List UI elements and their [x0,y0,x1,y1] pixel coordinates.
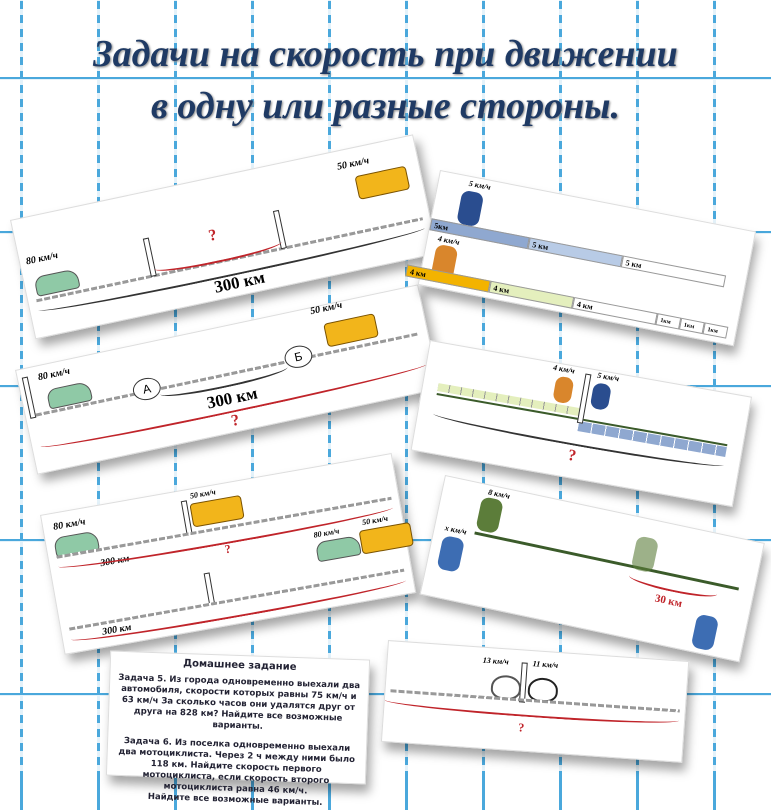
up-arrow-icon [203,572,216,605]
homework-heading: Домашнее задание [182,658,297,674]
car-speed-label: 80 км/ч [52,516,87,533]
card-cyclists: 13 км/ч 11 км/ч ? [380,640,690,763]
left-speed-label: 13 км/ч [482,655,510,667]
bus-speed-label: 50 км/ч [189,487,217,501]
up-arrow-icon [21,376,37,419]
segment: 1км [655,313,682,330]
bus-icon [189,494,245,528]
boy-speed-label: 4 км/ч [552,362,576,376]
up-arrow-icon [142,237,157,277]
car-icon [314,535,362,563]
man-speed-label: 5 км/ч [596,370,620,384]
up-arrow-icon [518,662,528,703]
segment: 5 км [620,255,727,288]
right-speed-label: 11 км/ч [532,659,559,670]
point-a: А [130,375,163,403]
bus-speed-label: 50 км/ч [336,155,371,173]
segment: 1км [702,322,729,339]
question-mark: ? [207,226,219,245]
walking-man-icon [456,189,485,228]
walking-boy-icon [552,375,575,405]
homework-card: Домашнее задание Задача 5. Из города одн… [105,650,371,808]
question-mark: ? [517,720,525,735]
bus-icon [354,165,411,200]
title-line-1: Задачи на скорость при движении [93,33,678,75]
bus-icon [358,521,414,555]
car-speed-label: 80 км/ч [36,365,72,384]
man-speed-label: 5 км/ч [468,178,492,192]
hiker-icon [475,496,504,535]
title-line-2: в одну или разные стороны. [150,85,621,127]
track-line [474,531,740,591]
up-arrow-icon [576,373,592,424]
task-5: Задача 5. Из города одновременно выехали… [118,672,361,732]
car-speed-label: 80 км/ч [24,249,59,268]
distance-label: 30 км [653,592,684,610]
hiker-icon [630,535,660,574]
speed-bottom-label: х км/ч [444,523,468,537]
task-6: Задача 6. Из поселка одновременно выехал… [118,736,356,797]
question-mark: ? [229,411,242,430]
question-mark: ? [223,541,232,557]
page-title: Задачи на скорость при движении в одну и… [0,28,771,132]
segment: 5 км [527,237,624,268]
girl-icon [690,613,720,652]
car-speed-label: 80 км/ч [312,526,341,540]
walking-man-icon [589,382,612,411]
girl-icon [436,534,466,573]
question-mark: ? [566,446,578,465]
segment: 1км [678,317,705,335]
